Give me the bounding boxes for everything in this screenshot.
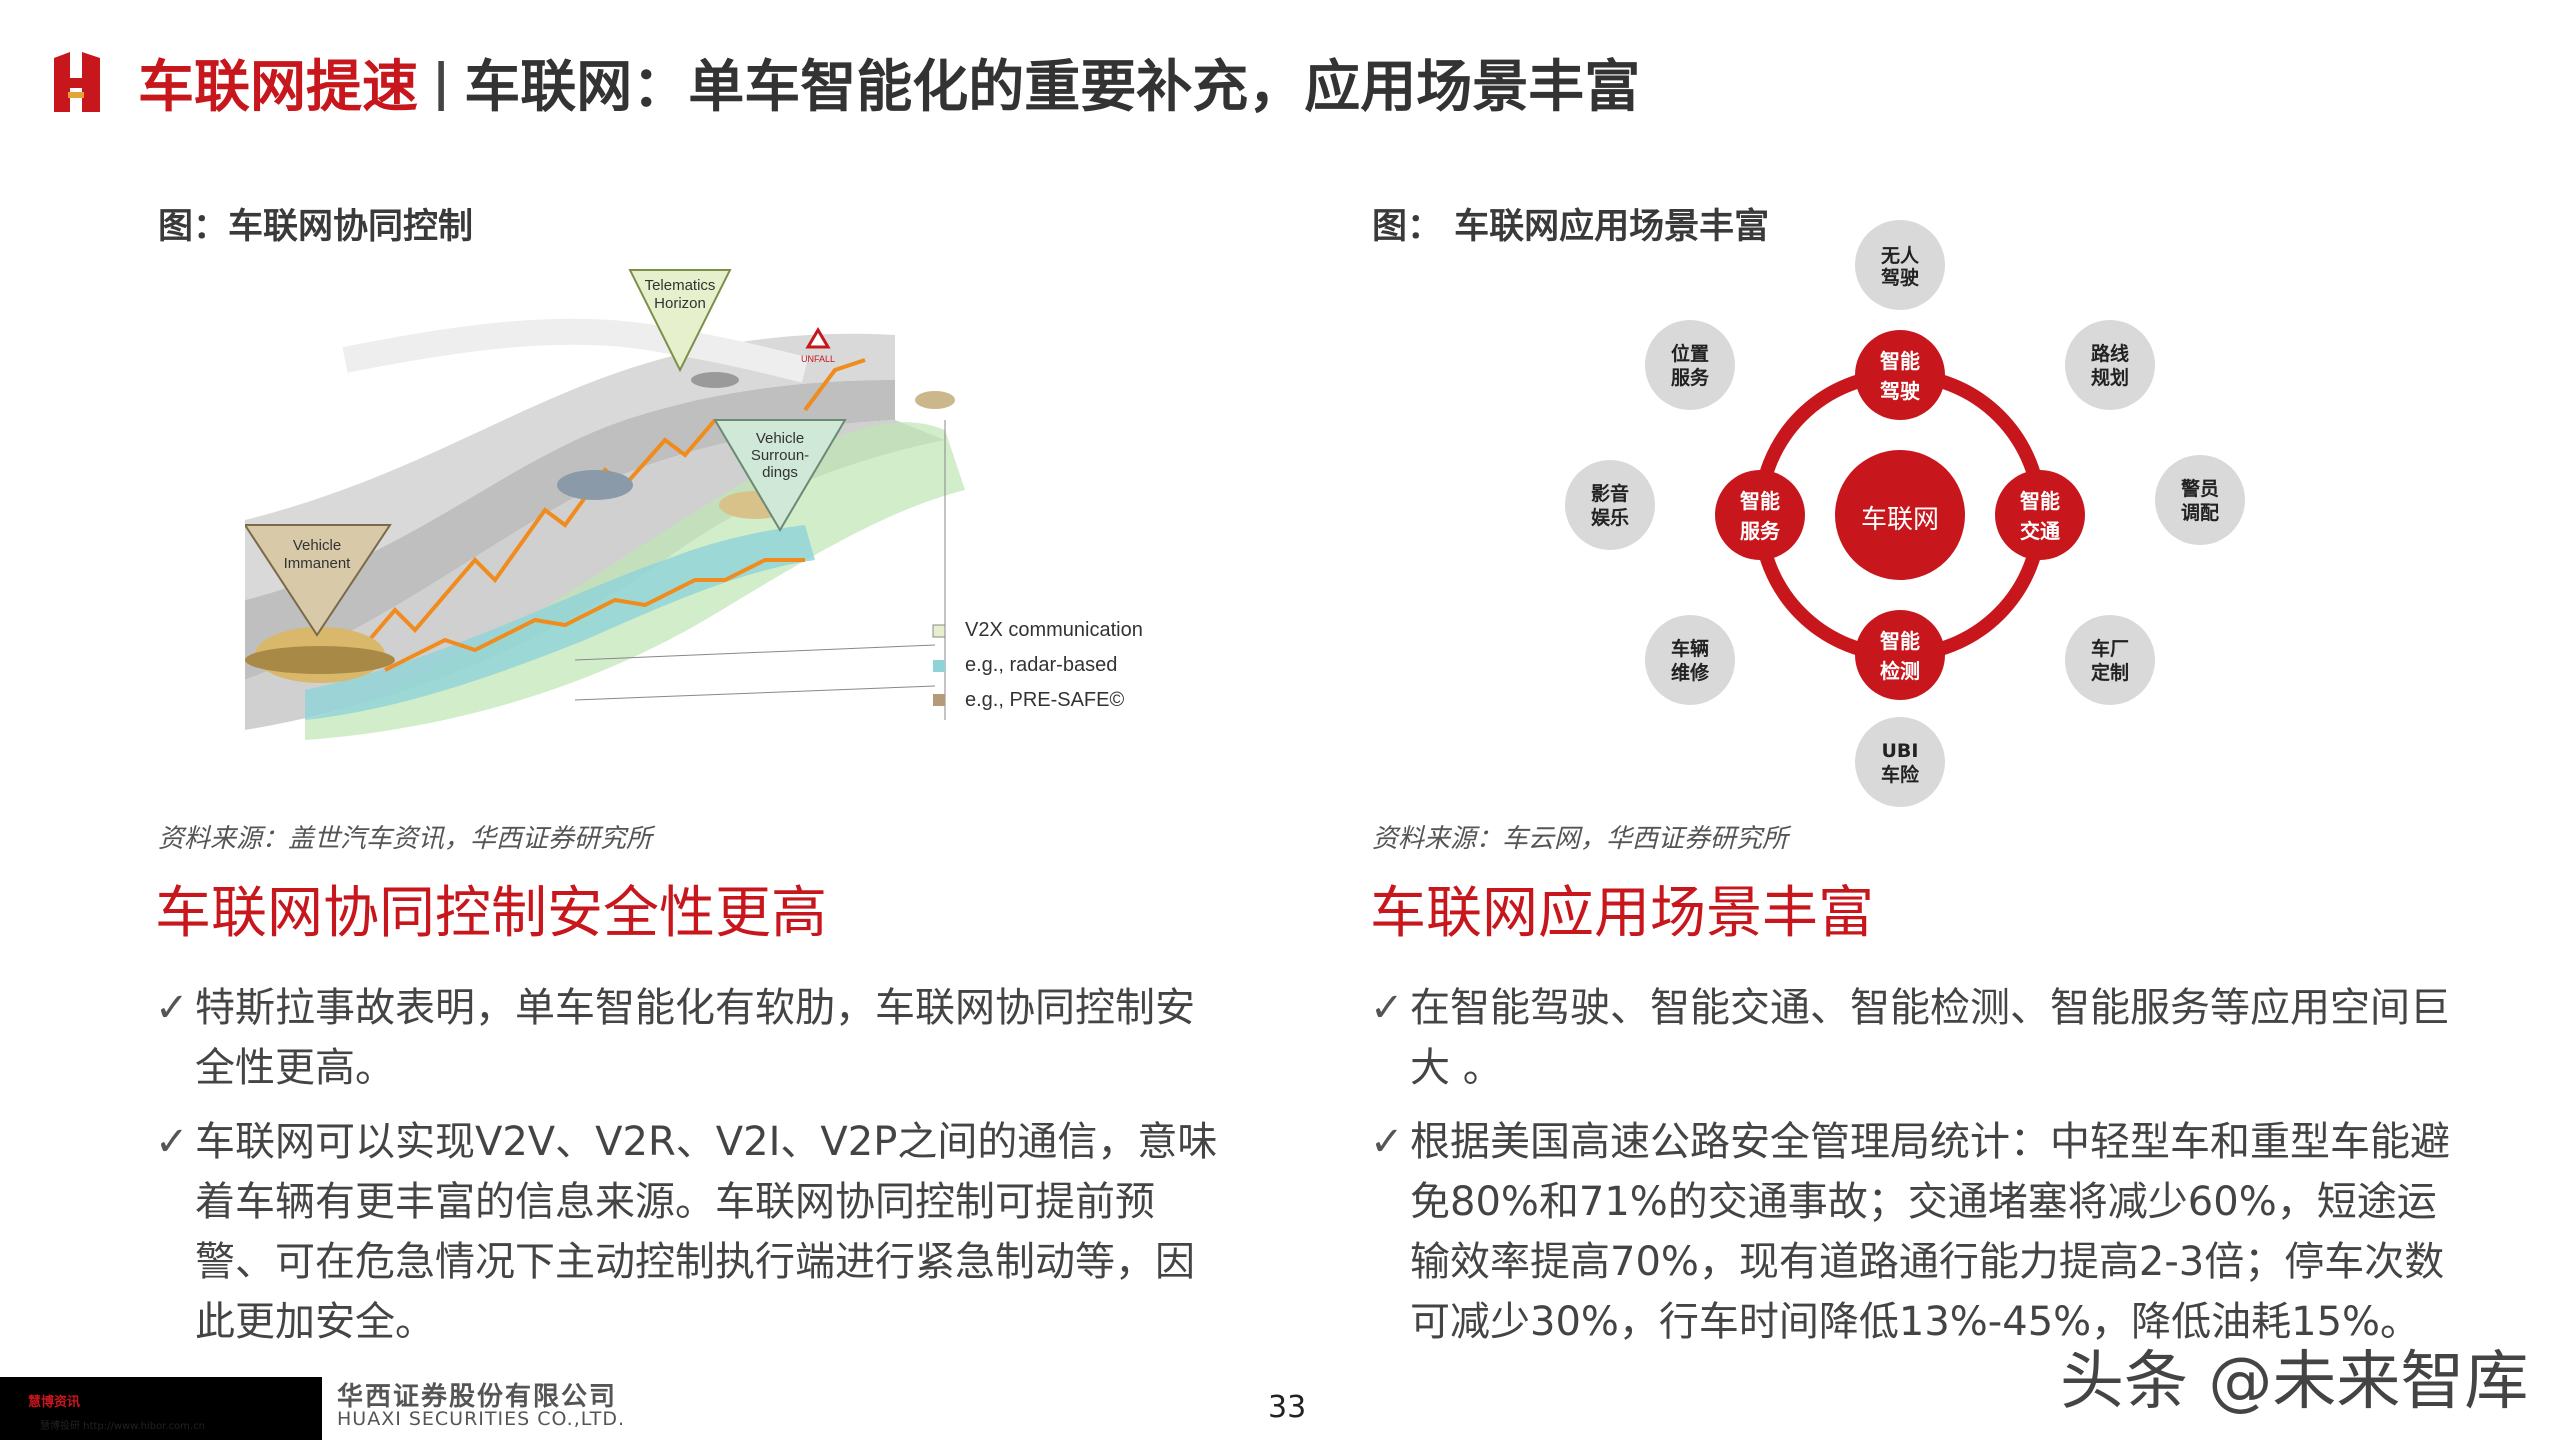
watermark: 头条 @未来智库	[2060, 1345, 2529, 1419]
list-item: ✓ 车联网可以实现V2V、V2R、V2I、V2P之间的通信，意味着车辆有更丰富的…	[155, 1112, 1230, 1352]
right-bullet-list: ✓ 在智能驾驶、智能交通、智能检测、智能服务等应用空间巨大 。 ✓ 根据美国高速…	[1370, 978, 2460, 1366]
slide-header: 车联网提速 | 车联网：单车智能化的重要补充，应用场景丰富	[52, 42, 1640, 122]
title-highlight: 车联网提速	[138, 54, 418, 120]
company-name-en: HUAXI SECURITIES CO.,LTD.	[337, 1408, 625, 1430]
immanent-label-1: Vehicle	[293, 537, 341, 554]
svg-text:智能: 智能	[1880, 629, 1920, 653]
outer-node-police-1: 警员	[2181, 477, 2219, 500]
outer-node-media-2: 娱乐	[1591, 506, 1629, 529]
outer-node-ubi-1: UBI	[1882, 740, 1919, 762]
warning-sign-label: UNFALL	[801, 354, 835, 364]
right-section-title: 车联网应用场景丰富	[1370, 881, 1874, 946]
bullet-text: 车联网可以实现V2V、V2R、V2I、V2P之间的通信，意味着车辆有更丰富的信息…	[195, 1119, 1218, 1345]
footer-badge-subtext: 慧博投研 http://www.hibor.com.cn	[40, 1421, 205, 1432]
huaxi-logo-icon	[54, 52, 100, 112]
outer-node-location-2: 服务	[1671, 366, 1710, 389]
immanent-label-2: Immanent	[284, 555, 352, 572]
outer-node-ubi-2: 车险	[1881, 763, 1920, 786]
outer-node-route-1: 路线	[2091, 342, 2129, 365]
outer-node-unmanned-2: 驾驶	[1881, 266, 1919, 289]
bullet-text: 根据美国高速公路安全管理局统计：中轻型车和重型车能避免80%和71%的交通事故；…	[1410, 1119, 2450, 1345]
page-number: 33	[1268, 1390, 1307, 1425]
ring-node-drive: 智能 驾驶	[1855, 330, 1945, 420]
svg-text:检测: 检测	[1880, 659, 1920, 683]
outer-node-media-1: 影音	[1591, 482, 1629, 505]
outer-node-unmanned-1: 无人	[1881, 245, 1920, 267]
ring-node-detect: 智能 检测	[1855, 610, 1945, 700]
list-item: ✓ 在智能驾驶、智能交通、智能检测、智能服务等应用空间巨大 。	[1370, 978, 2460, 1098]
svg-text:智能: 智能	[1880, 349, 1920, 373]
outer-node-custom-1: 车厂	[2091, 637, 2129, 660]
surroundings-label-2: Surroun-	[751, 447, 809, 464]
left-section-title: 车联网协同控制安全性更高	[155, 881, 827, 946]
outer-node-location-1: 位置	[1671, 342, 1709, 365]
outer-node-route-2: 规划	[2091, 366, 2129, 389]
bullet-text: 在智能驾驶、智能交通、智能检测、智能服务等应用空间巨大 。	[1410, 985, 2450, 1091]
left-source: 资料来源：盖世汽车资讯，华西证券研究所	[158, 824, 653, 854]
check-icon: ✓	[155, 985, 189, 1031]
check-icon: ✓	[1370, 1119, 1404, 1165]
list-item: ✓ 根据美国高速公路安全管理局统计：中轻型车和重型车能避免80%和71%的交通事…	[1370, 1112, 2460, 1352]
ring-node-traffic: 智能 交通	[1995, 470, 2085, 560]
outer-node-custom-2: 定制	[2091, 661, 2129, 684]
svg-text:智能: 智能	[1740, 489, 1780, 513]
list-item: ✓ 特斯拉事故表明，单车智能化有软肋，车联网协同控制安全性更高。	[155, 978, 1230, 1098]
legend-presafe: e.g., PRE-SAFE©	[965, 689, 1124, 711]
application-scenario-diagram: 车联网 智能 驾驶 智能 交通 智能 检测 智能 服务 无人 驾驶 路线 规划 …	[1565, 220, 2245, 807]
telematics-label-1: Telematics	[645, 277, 716, 294]
svg-text:服务: 服务	[1740, 519, 1781, 543]
left-bullet-list: ✓ 特斯拉事故表明，单车智能化有软肋，车联网协同控制安全性更高。 ✓ 车联网可以…	[155, 978, 1230, 1366]
footer-badge-text: 慧博资讯	[28, 1395, 81, 1410]
slide-title: 车联网：单车智能化的重要补充，应用场景丰富	[464, 54, 1641, 120]
surroundings-label-1: Vehicle	[756, 430, 804, 447]
company-name-cn: 华西证券股份有限公司	[337, 1382, 618, 1412]
title-separator: |	[432, 53, 451, 111]
check-icon: ✓	[155, 1119, 189, 1165]
left-figure-caption: 图：车联网协同控制	[158, 207, 474, 247]
surroundings-label-3: dings	[762, 464, 798, 481]
v2x-road-figure: Telematics Horizon Vehicle Surroun- ding…	[245, 269, 1143, 740]
legend-v2x: V2X communication	[965, 619, 1143, 641]
center-label: 车联网	[1861, 505, 1939, 535]
telematics-label-2: Horizon	[654, 295, 706, 312]
ring-node-service: 智能 服务	[1715, 470, 1805, 560]
right-source: 资料来源：车云网，华西证券研究所	[1372, 824, 1789, 854]
outer-node-police-2: 调配	[2181, 502, 2219, 524]
svg-text:驾驶: 驾驶	[1880, 379, 1920, 403]
svg-text:交通: 交通	[2020, 519, 2060, 543]
svg-text:智能: 智能	[2020, 489, 2060, 513]
bullet-text: 特斯拉事故表明，单车智能化有软肋，车联网协同控制安全性更高。	[195, 985, 1195, 1091]
right-figure-caption: 图： 车联网应用场景丰富	[1372, 207, 1770, 247]
outer-node-repair-2: 维修	[1671, 661, 1710, 684]
legend-radar: e.g., radar-based	[965, 654, 1117, 676]
check-icon: ✓	[1370, 985, 1404, 1031]
outer-node-repair-1: 车辆	[1671, 637, 1709, 660]
footer-badge: 慧博资讯 慧博投研 http://www.hibor.com.cn	[0, 1377, 322, 1440]
